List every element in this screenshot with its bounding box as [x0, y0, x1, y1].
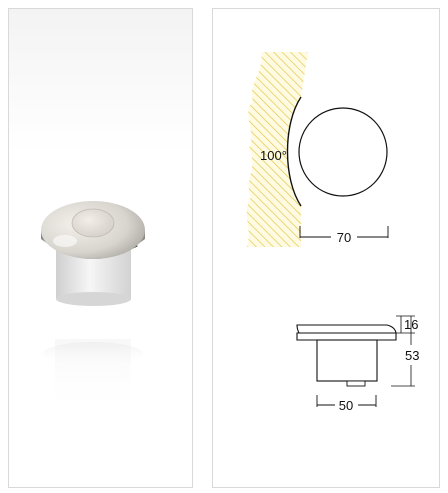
body-width-label: 50: [339, 398, 353, 413]
hatched-wall: [246, 52, 308, 247]
light-lens: [71, 208, 115, 238]
product-photo: [41, 201, 145, 419]
beam-angle-arc: [286, 96, 302, 207]
reflection: [55, 339, 131, 419]
side-view-body: [316, 339, 378, 382]
top-view-circle: [298, 107, 388, 197]
technical-drawing-panel: 100° 70 16 53 50: [212, 8, 440, 488]
total-height-label: 53: [405, 348, 419, 363]
side-view-cap: [296, 324, 397, 334]
beam-angle-label: 100°: [260, 148, 287, 163]
product-photo-panel: [8, 8, 193, 488]
diameter-label: 70: [337, 230, 351, 245]
technical-drawing: 100° 70 16 53 50: [246, 52, 419, 413]
side-view-connector: [346, 380, 366, 387]
cap-height-label: 16: [404, 317, 418, 332]
